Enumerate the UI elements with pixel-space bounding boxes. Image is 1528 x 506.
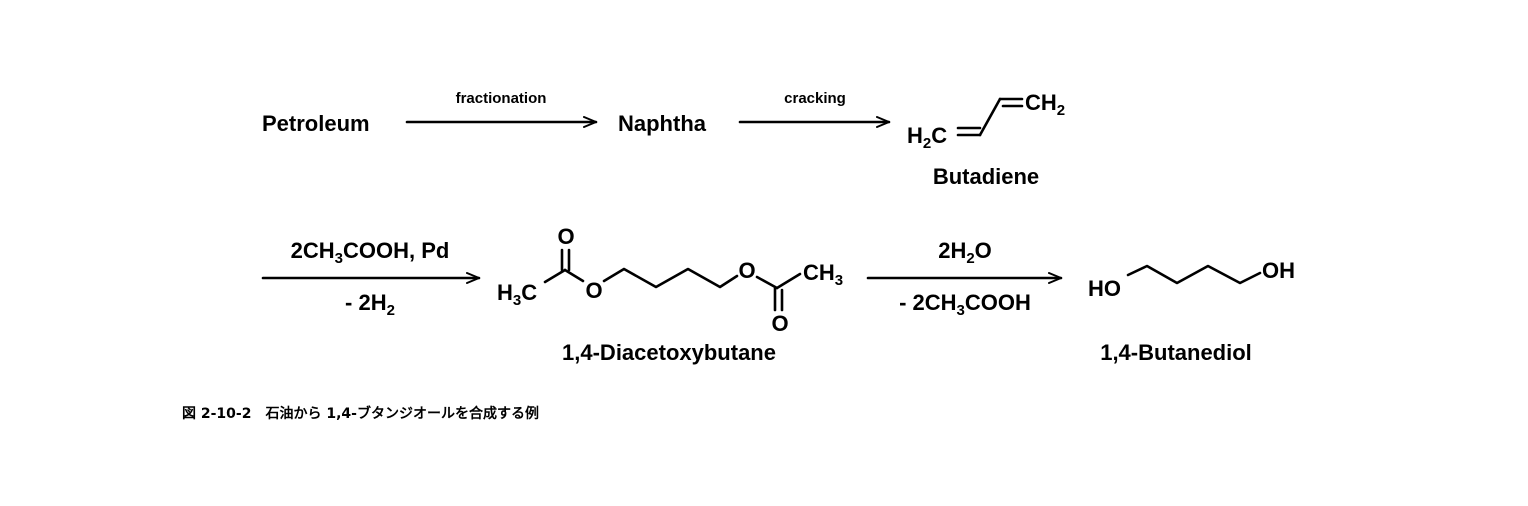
butanediol-name: 1,4-Butanediol <box>1100 340 1252 365</box>
hydrolysis-reagent: 2H2O <box>938 238 992 267</box>
fractionation-label: fractionation <box>456 90 547 107</box>
ester-oxygen: O <box>585 278 602 303</box>
figure-caption: 図 2-10-2 石油から 1,4-ブタンジオールを合成する例 <box>182 405 539 422</box>
ho-group: HO <box>1088 276 1121 301</box>
h3c-group: H3C <box>497 280 537 309</box>
naphtha-label: Naphtha <box>618 111 707 136</box>
diacetoxybutane-name: 1,4-Diacetoxybutane <box>562 340 776 365</box>
h2c-group: H2C <box>907 123 947 152</box>
butadiene-structure: H2C CH2 <box>907 90 1065 152</box>
cracking-label: cracking <box>784 90 846 107</box>
ch3-group: CH3 <box>803 260 843 289</box>
ester-oxygen: O <box>738 258 755 283</box>
diacetoxybutane-structure: H3C O O O O CH3 <box>497 224 843 336</box>
carbonyl-oxygen: O <box>771 311 788 336</box>
butanediol-structure: HO OH <box>1088 258 1295 301</box>
carbonyl-oxygen: O <box>557 224 574 249</box>
acetoxylation-byproduct: - 2H2 <box>345 290 395 319</box>
petroleum-label: Petroleum <box>262 111 370 136</box>
acetoxylation-reagents: 2CH3COOH, Pd <box>291 238 450 267</box>
hydrolysis-byproduct: - 2CH3COOH <box>899 290 1031 319</box>
ch2-group: CH2 <box>1025 90 1065 119</box>
oh-group: OH <box>1262 258 1295 283</box>
butadiene-name: Butadiene <box>933 164 1039 189</box>
